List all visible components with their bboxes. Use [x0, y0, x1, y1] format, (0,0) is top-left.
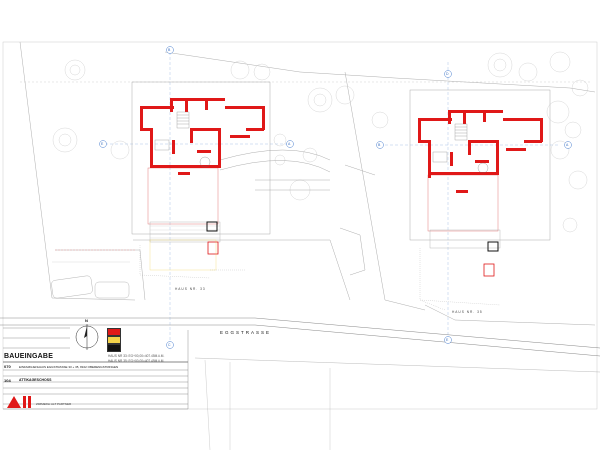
axis-marker-d-bottom: [444, 336, 452, 344]
house-a-plan: [131, 81, 271, 279]
axis-marker-left-b: [376, 141, 384, 149]
legend-swatch-existing: [107, 336, 121, 344]
sheet-frame: [2, 41, 598, 410]
legend-row-new: [107, 328, 187, 336]
plan-number: 104: [4, 377, 11, 383]
axis-letter: E: [446, 337, 449, 342]
axis-marker-right-b: [564, 141, 572, 149]
street: [0, 317, 600, 450]
axis-letter: A: [566, 142, 569, 147]
firm-name: ZIMMERLI ALT PARTNER: [36, 402, 72, 406]
house-b-elevation: HAUS NR 35: EG+00,00=407.45M.ü.M.: [108, 359, 165, 363]
axis-letter: A: [288, 141, 291, 146]
legend-swatch-demolish: [107, 344, 121, 352]
house-b-plan: [409, 89, 551, 311]
trees: [52, 51, 589, 233]
axis-marker-b-bottom: [166, 341, 174, 349]
north-label: N: [85, 318, 88, 323]
driveway: [219, 149, 376, 191]
legend-swatch-new: [107, 328, 121, 336]
house-b-label: HAUS NR. 35: [452, 310, 483, 314]
axis-markers: [99, 46, 572, 349]
parking: [51, 249, 135, 299]
plan-title: ATTIKAGESCHOSS: [19, 378, 52, 382]
axis-letter: E: [101, 141, 104, 146]
project-number: 070: [4, 364, 11, 369]
house-a-label: HAUS NR. 33: [175, 287, 206, 291]
firm-logo: [7, 396, 31, 408]
house-a-elevation: HAUS NR 33: EG+00,00=407.45M.ü.M.: [108, 354, 165, 358]
axis-marker-left-a: [99, 140, 107, 148]
north-arrow: [75, 324, 99, 350]
axis-letter: B: [168, 47, 171, 52]
axis-marker-right-a: [286, 140, 294, 148]
stage-title: BAUEINGABE: [4, 353, 54, 360]
axis-marker-b-top: [166, 46, 174, 54]
legend-row-existing: [107, 336, 187, 344]
axis-letter: B: [378, 142, 381, 147]
axis-marker-d-top: [444, 70, 452, 78]
project-description: EINFAMILIENHAUS EGGSTRASSE 33 + 35, 8102…: [19, 364, 119, 369]
axis-letter: C: [168, 342, 171, 347]
legend-row-demolish: [107, 344, 187, 352]
street-label: EGGSTRASSE: [220, 330, 272, 335]
title-block-lines: [3, 327, 189, 410]
axis-letter: D: [446, 71, 449, 76]
